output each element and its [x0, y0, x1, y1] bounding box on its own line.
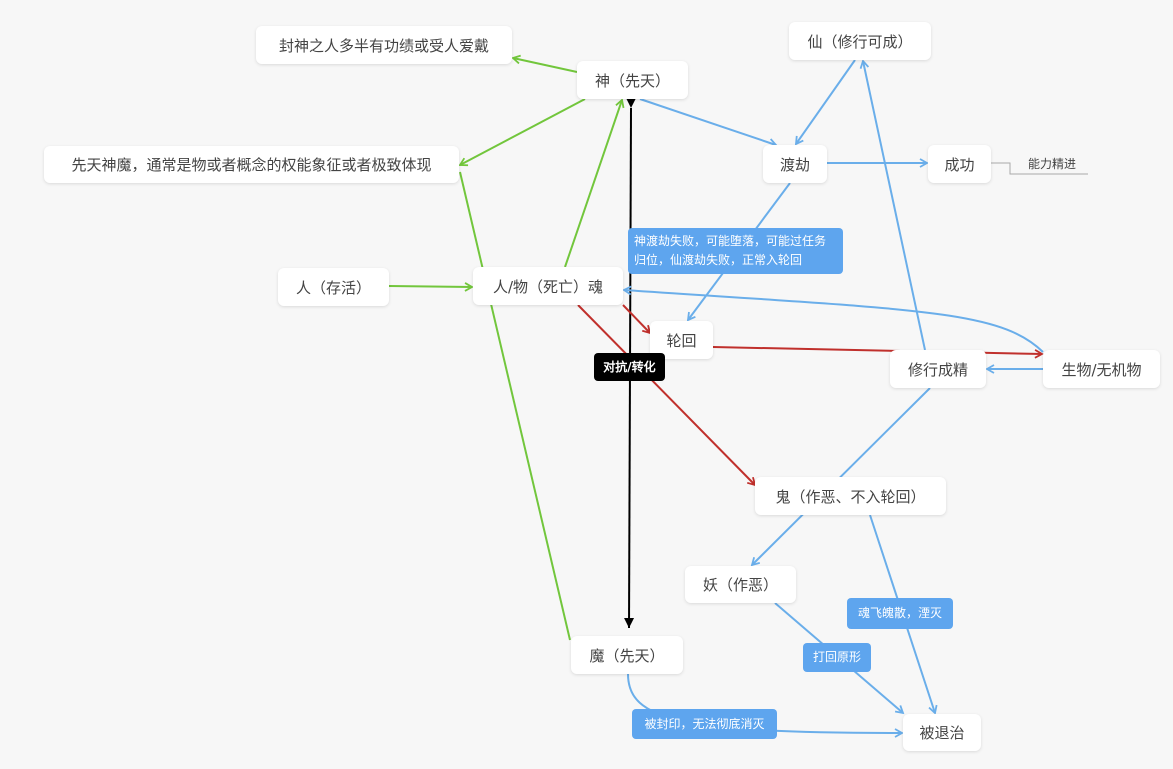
node-shen[interactable]: 神（先天） — [577, 61, 688, 99]
edge-shen-dujie — [639, 98, 778, 148]
edge-xian-dujie — [794, 59, 856, 146]
edge-shen-xiantian — [458, 98, 586, 167]
edge-label-duikang[interactable]: 对抗/转化 — [594, 353, 665, 381]
sub-topic-connector — [991, 162, 1088, 175]
node-yao[interactable]: 妖（作恶） — [685, 566, 796, 603]
edge-hun-lunhui — [622, 304, 652, 335]
node-ren-cunhuo[interactable]: 人（存活） — [278, 268, 389, 306]
edge-hun-shen — [564, 98, 625, 268]
node-fengshen[interactable]: 封神之人多半有功绩或受人爱戴 — [256, 26, 512, 64]
sub-topic-nengli[interactable]: 能力精进 — [1028, 157, 1077, 171]
edge-hun-gui — [577, 304, 757, 487]
node-xian[interactable]: 仙（修行可成） — [789, 22, 931, 60]
node-xiuxing[interactable]: 修行成精 — [890, 350, 986, 388]
node-lunhui[interactable]: 轮回 — [650, 321, 713, 359]
edge-shen-fengshen — [511, 54, 578, 73]
edge-xiuxing-xian — [859, 59, 926, 351]
edge-label-dahui[interactable]: 打回原形 — [803, 643, 871, 672]
node-shengwu[interactable]: 生物/无机物 — [1043, 350, 1160, 388]
node-dujie[interactable]: 渡劫 — [763, 145, 827, 183]
node-tuizhi[interactable]: 被退治 — [903, 714, 981, 751]
edge-mo-xiantian — [459, 171, 571, 641]
node-mo[interactable]: 魔（先天） — [571, 636, 683, 674]
node-gui[interactable]: 鬼（作恶、不入轮回） — [755, 477, 946, 515]
edge-xiuxing-yao — [750, 387, 931, 567]
node-xiantian-shenmo[interactable]: 先天神魔，通常是物或者概念的权能象征或者极致体现 — [44, 146, 459, 183]
node-hun[interactable]: 人/物（死亡）魂 — [473, 267, 623, 305]
node-chenggong[interactable]: 成功 — [928, 145, 991, 183]
edge-shengwu-hun — [622, 285, 1044, 353]
edge-lunhui-shengwu — [712, 346, 1044, 359]
edge-label-fengyin[interactable]: 被封印，无法彻底消灭 — [632, 709, 777, 739]
edge-label-dujie-fail[interactable]: 神渡劫失败，可能堕落，可能过任务归位，仙渡劫失败，正常入轮回 — [628, 228, 843, 274]
edge-label-hunfei[interactable]: 魂飞魄散，湮灭 — [847, 598, 953, 629]
edge-ren-hun — [388, 282, 474, 292]
